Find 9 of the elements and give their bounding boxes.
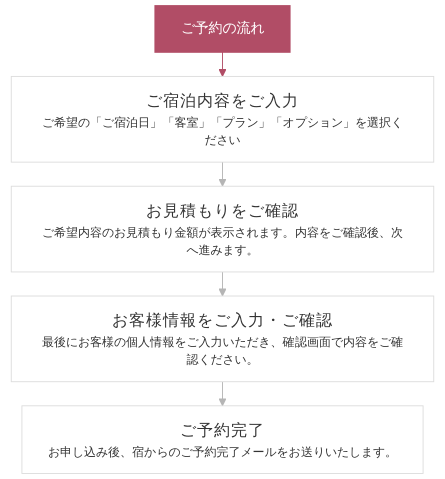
arrow xyxy=(218,52,227,77)
node-box: ご予約の流れ xyxy=(154,5,291,53)
node-box: お客様情報をご入力・ご確認 最後にお客様の個人情報をご入力いただき、確認画面で内容をご確認ください。 xyxy=(10,296,434,382)
node-box: ご予約完了 お申し込み後、宿からのご予約完了メールをお送りいたします。 xyxy=(21,405,424,474)
arrow xyxy=(218,271,227,296)
node-box: ご宿泊内容をご入力 ご希望の「ご宿泊日」「客室」「プラン」「オプション」を選択ください xyxy=(10,76,434,163)
node-box: お見積もりをご確認 ご希望内容のお見積もり金額が表示されます。内容をご確認後、次へ進みます。 xyxy=(10,186,434,272)
arrow xyxy=(218,381,227,406)
arrow xyxy=(218,162,227,187)
